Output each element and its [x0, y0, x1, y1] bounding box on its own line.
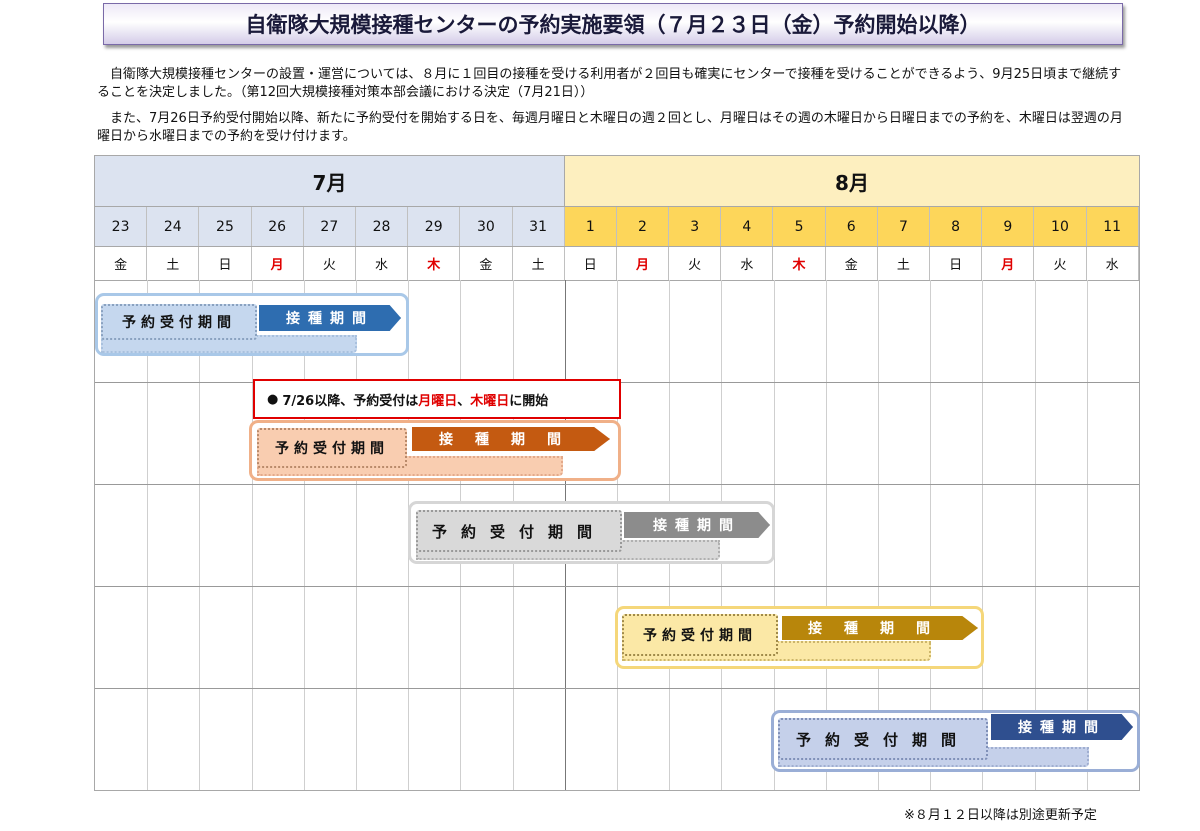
weekday-cell: 日 [564, 247, 617, 280]
date-cell: 9 [982, 207, 1035, 247]
note-suffix: に開始 [509, 393, 549, 409]
weekday-cell: 水 [1086, 247, 1139, 280]
reception-period-gray: 予約受付期間 [416, 510, 622, 552]
page-title: 自衛隊大規模接種センターの予約実施要領（７月２３日（金）予約開始以降） [103, 3, 1123, 45]
weekday-cell: 水 [721, 247, 774, 280]
weekday-cell: 土 [147, 247, 200, 280]
date-cell: 23 [95, 207, 148, 247]
footnote: ※８月１２日以降は別途更新予定 [904, 808, 1097, 823]
date-cell: 11 [1086, 207, 1139, 247]
weekday-cell: 日 [930, 247, 983, 280]
reception-period-yellow: 予約受付期間 [622, 614, 778, 656]
schedule-paragraph: また、7月26日予約受付開始以降、新たに予約受付を開始する日を、毎週月曜日と木曜… [97, 111, 1123, 144]
weekday-cell: 金 [95, 247, 148, 280]
weekday-cell: 月 [251, 247, 304, 280]
grid-column-line [356, 280, 357, 790]
date-cell: 10 [1034, 207, 1087, 247]
vaccination-arrow-orange: 接種期間 [412, 427, 610, 451]
vaccination-arrow-yellow: 接種期間 [782, 616, 978, 640]
reception-start-note: ● 7/26以降、予約受付は 月曜日 、 木曜日 に開始 [253, 379, 621, 419]
grid-column-line [251, 280, 253, 790]
note-separator: 、 [457, 393, 471, 409]
reception-period-navy: 予約受付期間 [778, 718, 988, 760]
weekday-cell: 月 [616, 247, 670, 280]
vaccination-arrow-navy: 接種期間 [991, 714, 1133, 740]
weekday-cell: 月 [982, 247, 1035, 280]
date-cell: 26 [251, 207, 304, 247]
grid-column-line [1086, 280, 1088, 790]
note-prefix: 7/26以降、予約受付は [282, 393, 419, 409]
intro-paragraph: 自衛隊大規模接種センターの設置・運営については、８月に１回目の接種を受ける利用者… [97, 67, 1122, 100]
grid-row-line [95, 688, 1139, 689]
grid-row-line [95, 484, 1139, 485]
vaccination-arrow-gray: 接種期間 [624, 512, 770, 538]
date-cell: 5 [773, 207, 826, 247]
weekday-cell: 土 [877, 247, 930, 280]
date-cell: 28 [355, 207, 409, 247]
reception-period-blue: 予約受付期間 [101, 304, 257, 340]
weekday-cell: 水 [355, 247, 409, 280]
date-cell: 25 [199, 207, 252, 247]
grid-column-line [147, 280, 149, 790]
weekday-row: 金土日月火水木金土日月火水木金土日月火水 [95, 246, 1139, 281]
month-header-august: 8月 [565, 156, 1139, 206]
date-cell: 27 [303, 207, 356, 247]
date-cell: 7 [877, 207, 930, 247]
vaccination-arrow-blue: 接種期間 [259, 305, 401, 331]
grid-column-line [982, 280, 984, 790]
weekday-cell: 木 [408, 247, 461, 280]
grid-column-line [825, 280, 827, 790]
weekday-cell: 日 [199, 247, 252, 280]
grid-row-line [95, 586, 1139, 587]
date-cell: 30 [460, 207, 513, 247]
date-cell: 3 [669, 207, 722, 247]
date-cell: 24 [147, 207, 200, 247]
note-thursday: 木曜日 [470, 393, 510, 409]
weekday-cell: 金 [460, 247, 513, 280]
weekday-cell: 土 [512, 247, 565, 280]
weekday-cell: 火 [1034, 247, 1087, 280]
grid-column-line [1034, 280, 1036, 790]
weekday-cell: 火 [303, 247, 356, 280]
weekday-cell: 火 [669, 247, 722, 280]
date-cell: 29 [408, 207, 461, 247]
date-cell: 31 [512, 207, 565, 247]
grid-column-line [199, 280, 201, 790]
date-cell: 6 [825, 207, 878, 247]
reception-period-orange: 予約受付期間 [257, 428, 407, 468]
date-cell: 8 [930, 207, 983, 247]
grid-column-line [303, 280, 305, 790]
date-cell: 1 [564, 207, 617, 247]
date-cell: 4 [721, 207, 774, 247]
weekday-cell: 木 [773, 247, 826, 280]
note-bullet: ● [267, 391, 279, 407]
date-cell: 2 [616, 207, 670, 247]
weekday-cell: 金 [825, 247, 878, 280]
note-monday: 月曜日 [418, 393, 458, 409]
grid-column-line [878, 280, 879, 790]
month-header-july: 7月 [95, 156, 565, 206]
grid-column-line [930, 280, 932, 790]
